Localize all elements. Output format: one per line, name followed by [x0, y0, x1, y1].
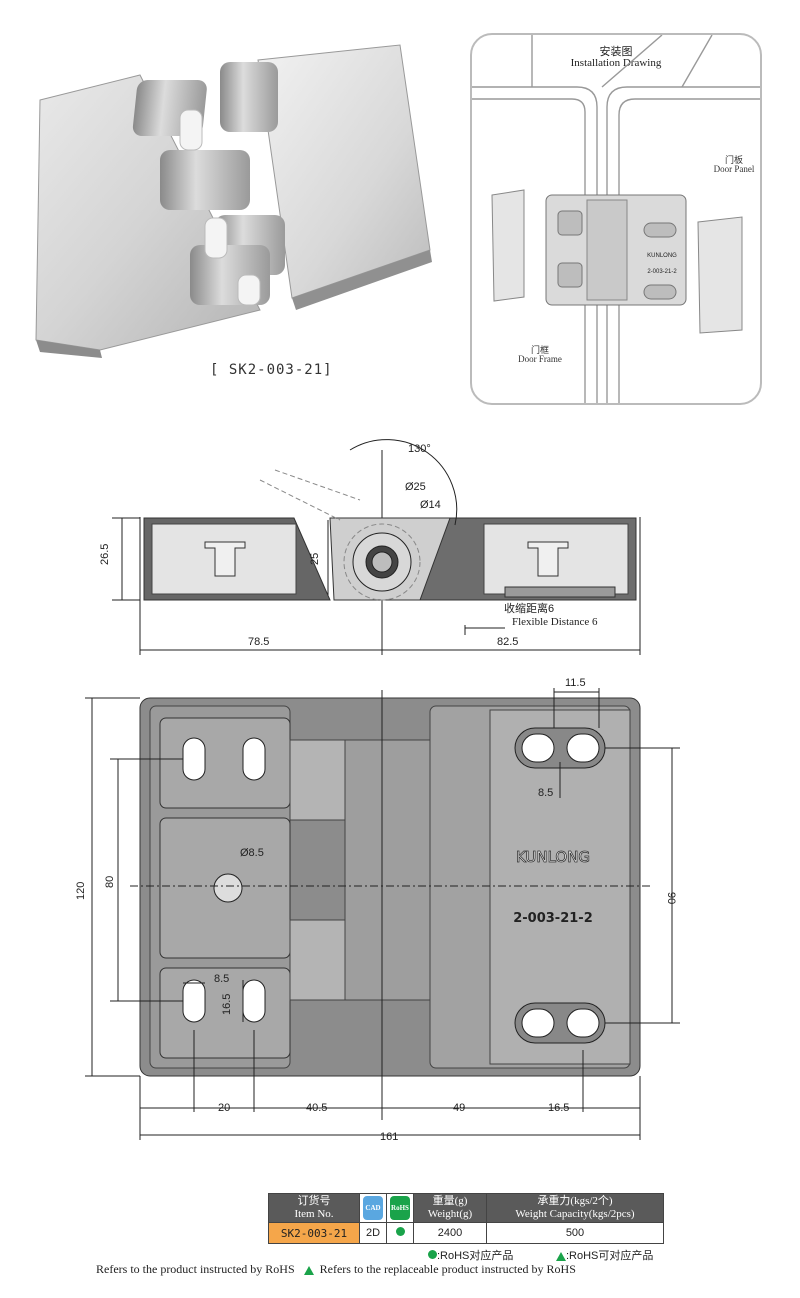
row-weight: 2400 [413, 1222, 487, 1244]
legend-triangle: :RoHS可对应产品 [556, 1247, 653, 1263]
angle-label: 130° [408, 443, 431, 455]
product-photo [35, 44, 432, 358]
left-height-label: 80 [104, 876, 116, 888]
width-seg-2: 40.5 [306, 1102, 327, 1114]
installation-part-brand: KUNLONG [647, 253, 677, 259]
door-panel-label-en: Door Panel [713, 164, 755, 174]
rohs-triangle-icon [303, 1265, 314, 1275]
total-width-label: 161 [380, 1131, 398, 1143]
row-capacity: 500 [486, 1222, 664, 1244]
door-panel-label-cn: 门板 [724, 155, 743, 165]
hole-diameter-label: Ø8.5 [240, 847, 264, 859]
header-cad: CAD [359, 1193, 387, 1223]
outer-diameter-label: Ø25 [405, 481, 426, 493]
flexible-distance-en: Flexible Distance 6 [512, 616, 598, 628]
inner-height-label: 25 [309, 553, 321, 565]
total-height-label: 120 [75, 882, 87, 900]
door-frame-label-cn: 门框 [530, 345, 549, 355]
row-item-no: SK2-003-21 [268, 1222, 360, 1244]
inner-diameter-label: Ø14 [420, 499, 441, 511]
left-width-label: 78.5 [248, 636, 269, 648]
width-seg-4: 16.5 [548, 1102, 569, 1114]
installation-title-cn: 安装图 [599, 46, 633, 58]
header-rohs: RoHS [386, 1193, 414, 1223]
installation-title-en: Installation Drawing [570, 57, 662, 69]
slot-width-left-label: 8.5 [214, 973, 229, 985]
slot-length-label: 16.5 [221, 994, 233, 1015]
row-cad: 2D [359, 1222, 387, 1244]
row-rohs [386, 1222, 414, 1244]
cad-badge-icon: CAD [363, 1196, 383, 1220]
height-label: 26.5 [99, 544, 111, 565]
legend-dot: :RoHS对应产品 [428, 1247, 513, 1263]
door-frame-label-en: Door Frame [518, 354, 562, 364]
rohs-dot-icon [395, 1227, 405, 1236]
rohs-triangle-icon [556, 1251, 566, 1261]
flexible-distance-cn: 收缩距离6 [504, 601, 554, 615]
width-seg-3: 49 [453, 1102, 465, 1114]
rohs-dot-icon [428, 1250, 437, 1259]
front-view-drawing: 11.5 8.5 Ø8.5 8.5 16.5 120 80 90 KUNLONG… [75, 677, 680, 1143]
footnote: Refers to the product instructed by RoHS… [96, 1262, 576, 1276]
right-width-label: 82.5 [497, 636, 518, 648]
slot-width-right-label: 8.5 [538, 787, 553, 799]
width-seg-1: 20 [218, 1102, 230, 1114]
installation-part-code: 2-003-21-2 [647, 269, 677, 275]
slot-pitch-label: 11.5 [565, 677, 586, 689]
header-capacity: 承重力(kgs/2个)Weight Capacity(kgs/2pcs) [486, 1193, 664, 1223]
right-height-label: 90 [665, 892, 677, 904]
front-brand-label: KUNLONG [516, 848, 590, 866]
installation-sketch: KUNLONG 2-003-21-2 [472, 35, 760, 403]
installation-drawing-panel: 安装图 Installation Drawing KUNLONG 2-003-2… [470, 33, 762, 405]
product-caption: [ SK2-003-21] [210, 362, 333, 378]
side-view-drawing: 130° Ø25 Ø14 26.5 25 78.5 82.5 收缩距离6 Fle… [99, 439, 641, 655]
header-weight: 重量(g)Weight(g) [413, 1193, 487, 1223]
front-code-label: 2-003-21-2 [513, 911, 593, 926]
rohs-badge-icon: RoHS [390, 1196, 410, 1220]
